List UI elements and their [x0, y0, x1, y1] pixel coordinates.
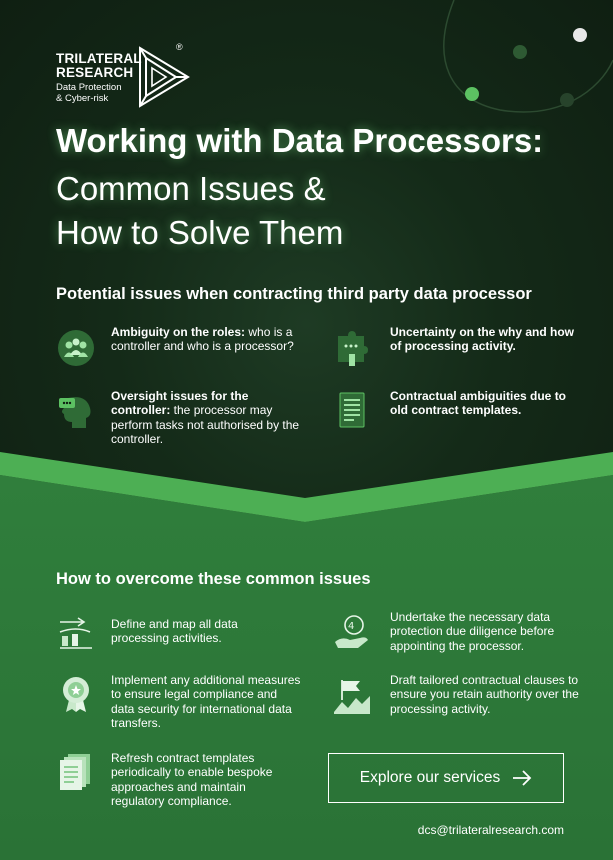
- explore-services-label: Explore our services: [359, 769, 501, 786]
- issue-4-bold: Contractual ambiguities due to old contr…: [390, 389, 567, 418]
- brand-name-line1: TRILATERAL: [56, 51, 142, 66]
- brand-tagline-line1: Data Protection: [56, 82, 122, 93]
- brand-logo: TRILATERAL RESEARCH Data Protection & Cy…: [56, 42, 206, 108]
- flag-chart-icon: [334, 680, 370, 714]
- hand-shield-icon: 4: [335, 615, 368, 648]
- title-line3: How to Solve Them: [56, 214, 344, 251]
- issue-2-text: Uncertainty on the why and how of proces…: [390, 325, 580, 354]
- issue-1-bold: Ambiguity on the roles:: [111, 325, 246, 339]
- title-line2: Common Issues &: [56, 170, 326, 207]
- issue-1-text: Ambiguity on the roles: who is a control…: [111, 325, 311, 354]
- rosette-badge-icon: [63, 677, 89, 712]
- issue-2-bold: Uncertainty on the why and how of proces…: [390, 325, 575, 354]
- dark-background: [0, 0, 613, 540]
- solution-3-text: Implement any additional measures to ens…: [111, 673, 301, 730]
- issue-4-text: Contractual ambiguities due to old contr…: [390, 389, 580, 418]
- solutions-heading: How to overcome these common issues: [56, 570, 371, 588]
- issues-heading: Potential issues when contracting third …: [56, 285, 532, 303]
- explore-services-button[interactable]: Explore our services: [328, 753, 564, 803]
- brand-name-line2: RESEARCH: [56, 65, 134, 80]
- brand-tagline-line2: & Cyber-risk: [56, 93, 109, 104]
- people-group-icon: [58, 330, 94, 366]
- dim-green-dot-icon: [560, 93, 574, 107]
- arrow-right-icon: [513, 770, 532, 786]
- solution-5-text: Refresh contract templates periodically …: [111, 751, 273, 808]
- issue-3-rest: the processor may perform tasks not auth…: [111, 403, 300, 446]
- process-map-icon: [59, 617, 92, 649]
- document-list-icon: [339, 392, 365, 428]
- title-line1: Working with Data Processors:: [56, 122, 544, 159]
- solution-4-text: Draft tailored contractual clauses to en…: [390, 673, 579, 716]
- contact-email[interactable]: dcs@trilateralresearch.com: [417, 823, 564, 837]
- issue-1-rest: who is a controller and who is a process…: [111, 325, 294, 354]
- issue-3-text: Oversight issues for the controller: the…: [111, 389, 311, 446]
- bright-green-dot-icon: [465, 87, 479, 101]
- solution-1-text: Define and map all data processing activ…: [111, 617, 238, 646]
- white-dot-icon: [573, 28, 587, 42]
- puzzle-person-icon: [338, 331, 368, 366]
- issue-3-bold: Oversight issues for the controller:: [111, 389, 249, 418]
- registered-mark: ®: [176, 42, 183, 52]
- solution-2-text: Undertake the necessary data protection …: [390, 610, 555, 653]
- triangle-logo-icon: [139, 46, 190, 108]
- svg-text:4: 4: [348, 621, 354, 632]
- document-stack-icon: [60, 754, 90, 790]
- green-dot-icon: [513, 45, 527, 59]
- head-chat-icon: [59, 397, 91, 428]
